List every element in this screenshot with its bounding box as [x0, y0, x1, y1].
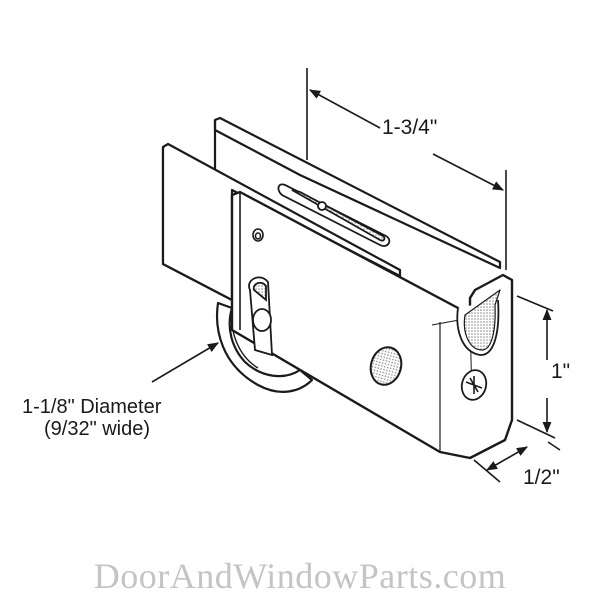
small-rivet	[252, 228, 264, 242]
depth-dimension-label: 1/2"	[523, 466, 560, 489]
watermark: DoorAndWindowParts.com	[93, 556, 507, 596]
wheel-width-label: (9/32" wide)	[44, 418, 151, 440]
dimension-lines	[151, 68, 561, 483]
height-dimension-label: 1"	[551, 360, 571, 383]
front-housing	[230, 190, 514, 460]
slot	[277, 183, 391, 247]
wheel-callout: 1-1/8" Diameter (9/32" wide)	[22, 396, 161, 440]
axle-slot	[248, 276, 273, 357]
wheel-diameter-label: 1-1/8" Diameter	[22, 396, 162, 418]
adjustment-screw	[460, 369, 488, 401]
adjustment-hole	[369, 346, 403, 386]
length-dimension-label: 1-3/4"	[382, 116, 438, 139]
